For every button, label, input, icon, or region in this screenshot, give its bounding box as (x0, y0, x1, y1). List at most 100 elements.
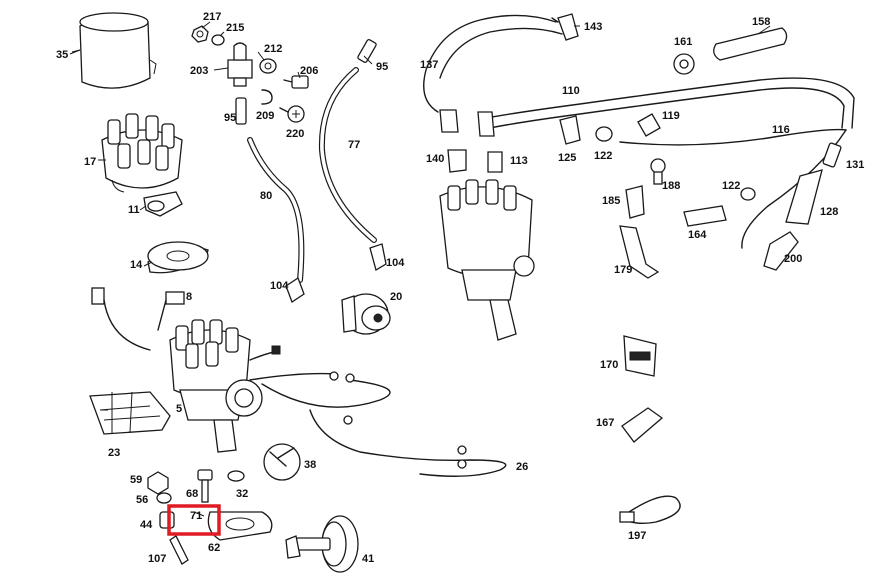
wire-harness (249, 371, 507, 477)
callout-35: 35 (56, 49, 68, 61)
part-41-pulley (285, 515, 359, 573)
callout-209: 209 (256, 110, 274, 122)
callout-188: 188 (662, 180, 680, 192)
part-107-pin (169, 535, 189, 565)
part-59-nut (147, 471, 169, 495)
part-125-fitting (559, 115, 581, 145)
leader-lines (69, 21, 771, 517)
callout-110: 110 (562, 85, 580, 97)
part-56-washer (156, 492, 172, 504)
part-197-cable-tie (619, 495, 681, 525)
highlight-box-71 (167, 504, 221, 536)
callout-158: 158 (752, 16, 770, 28)
part-23-bracket (89, 391, 171, 435)
callout-41: 41 (362, 553, 374, 565)
part-167-clip (621, 407, 664, 443)
callout-140: 140 (426, 153, 444, 165)
callout-206: 206 (300, 65, 318, 77)
callout-131: 131 (846, 159, 864, 171)
part-200-spark-plug (763, 231, 799, 271)
callout-104-left: 104 (270, 280, 289, 292)
callout-95-lower: 95 (224, 112, 236, 124)
part-188-plug (650, 158, 666, 185)
callout-128: 128 (820, 206, 838, 218)
part-80-vacuum-hose (235, 97, 305, 303)
part-209-clip (261, 89, 273, 105)
part-32-washer (227, 470, 245, 482)
callout-59: 59 (130, 474, 142, 486)
callout-137: 137 (420, 59, 438, 71)
part-164-connector-block (683, 205, 727, 227)
part-215-washer (211, 34, 225, 46)
callout-116: 116 (772, 124, 790, 136)
callout-161: 161 (674, 36, 692, 48)
part-5-distributor (169, 319, 281, 453)
callout-68: 68 (186, 488, 198, 500)
callout-62: 62 (208, 542, 220, 554)
callout-217: 217 (203, 11, 221, 23)
part-122-cap (595, 126, 613, 142)
callout-212: 212 (264, 43, 282, 55)
part-158-sleeve (713, 27, 788, 61)
callout-20: 20 (390, 291, 402, 303)
callout-32: 32 (236, 488, 248, 500)
part-17-distributor-cap (101, 113, 183, 193)
callout-38: 38 (304, 459, 316, 471)
part-185-clamp (625, 185, 645, 219)
callout-122-a: 122 (594, 150, 612, 162)
callout-17: 17 (84, 156, 96, 168)
callout-71: 71 (190, 510, 202, 522)
callout-80: 80 (260, 190, 272, 202)
part-220-screw (279, 105, 305, 123)
part-217-nut (191, 25, 209, 43)
callout-164: 164 (688, 229, 707, 241)
callout-26: 26 (516, 461, 528, 473)
part-77-vacuum-hose (318, 39, 387, 271)
part-11-rotor (143, 191, 183, 217)
part-140-113-connectors (447, 149, 503, 173)
callout-44: 44 (140, 519, 153, 531)
part-122b-cap (740, 187, 756, 201)
callout-labels: 217 215 143 158 35 212 203 206 95 137 16… (56, 11, 864, 565)
part-212-washer (259, 58, 277, 74)
callout-203: 203 (190, 65, 208, 77)
callout-122-b: 122 (722, 180, 740, 192)
part-119-clip (637, 113, 661, 137)
callout-14: 14 (130, 259, 143, 271)
callout-125: 125 (558, 152, 576, 164)
part-44-bushing (159, 511, 175, 529)
part-131-connector (822, 142, 842, 168)
callout-143: 143 (584, 21, 602, 33)
distributor-right (439, 179, 535, 341)
callout-56: 56 (136, 494, 148, 506)
callout-167: 167 (596, 417, 614, 429)
callout-170: 170 (600, 359, 618, 371)
callout-185: 185 (602, 195, 620, 207)
callout-95-upper: 95 (376, 61, 388, 73)
part-203-vacuum-switch (227, 42, 253, 87)
part-8-connector (91, 287, 185, 351)
part-35-cap-cover (71, 12, 157, 89)
part-161-grommet (673, 53, 695, 75)
part-128-plug-connector (785, 169, 823, 225)
callout-77: 77 (348, 139, 360, 151)
part-206-screw (283, 75, 309, 89)
callout-104-right: 104 (386, 257, 405, 269)
callout-179: 179 (614, 264, 632, 276)
part-62-plate (207, 511, 273, 541)
callout-5: 5 (176, 403, 182, 415)
callout-200: 200 (784, 253, 802, 265)
part-68-bolt (197, 469, 213, 503)
part-179-bracket (619, 225, 660, 279)
part-143-elbow (551, 13, 579, 41)
part-14-dust-shield (147, 241, 209, 274)
callout-215: 215 (226, 22, 244, 34)
part-20-vacuum-unit (341, 293, 391, 335)
callout-8: 8 (186, 291, 192, 303)
callout-11: 11 (128, 204, 140, 216)
callout-119: 119 (662, 110, 680, 122)
part-170-bracket (623, 335, 657, 377)
part-137-110-vacuum-line (423, 14, 855, 137)
